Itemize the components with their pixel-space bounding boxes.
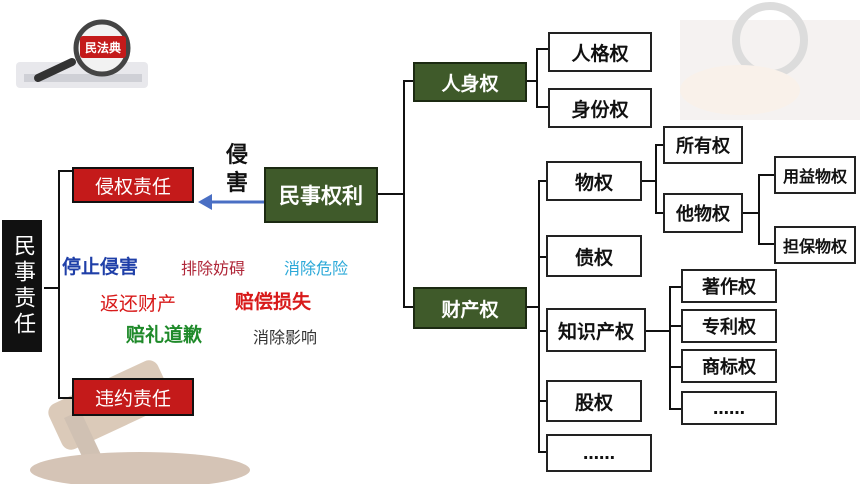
ownership-box: 所有权 [663, 126, 743, 164]
equity-rights-box: 股权 [546, 380, 642, 422]
civil-liability-root: 民事责任 [2, 220, 42, 352]
logo-text: 民法典 [80, 36, 126, 58]
identity-rights-box: 身份权 [548, 88, 652, 128]
civil-rights-box: 民事权利 [264, 167, 378, 223]
real-rights-box: 物权 [546, 161, 642, 201]
security-rights-box: 担保物权 [774, 226, 856, 264]
civil-code-logo: 民法典 [16, 18, 148, 90]
creditor-rights-box: 债权 [546, 235, 642, 277]
personality-rights-box: 人格权 [548, 32, 652, 72]
ip-more-box: …… [681, 391, 777, 425]
infringement-arrow [198, 194, 264, 210]
remedy-eliminate-danger: 消除危险 [284, 259, 349, 278]
copyright-box: 著作权 [681, 269, 777, 303]
other-real-rights-box: 他物权 [663, 193, 743, 233]
property-rights-box: 财产权 [413, 287, 527, 329]
remedy-remove-obstruction: 排除妨碍 [181, 259, 246, 278]
personal-rights-box: 人身权 [413, 62, 527, 102]
tort-liability-box: 侵权责任 [72, 167, 194, 203]
usufruct-rights-box: 用益物权 [774, 156, 856, 194]
remedy-apologize: 赔礼道歉 [126, 324, 203, 346]
property-more-box: …… [546, 434, 652, 472]
remedy-stop-infringement: 停止侵害 [62, 256, 139, 278]
contract-liability-box: 违约责任 [72, 378, 194, 416]
remedy-compensate-loss: 赔偿损失 [235, 291, 312, 313]
infringe-label: 侵害 [226, 143, 249, 196]
ip-rights-box: 知识产权 [546, 308, 646, 352]
remedy-return-property: 返还财产 [100, 293, 177, 315]
remedy-eliminate-influence: 消除影响 [253, 328, 318, 347]
trademark-box: 商标权 [681, 349, 777, 383]
magnifier-background-icon [680, 2, 860, 120]
patent-box: 专利权 [681, 309, 777, 343]
